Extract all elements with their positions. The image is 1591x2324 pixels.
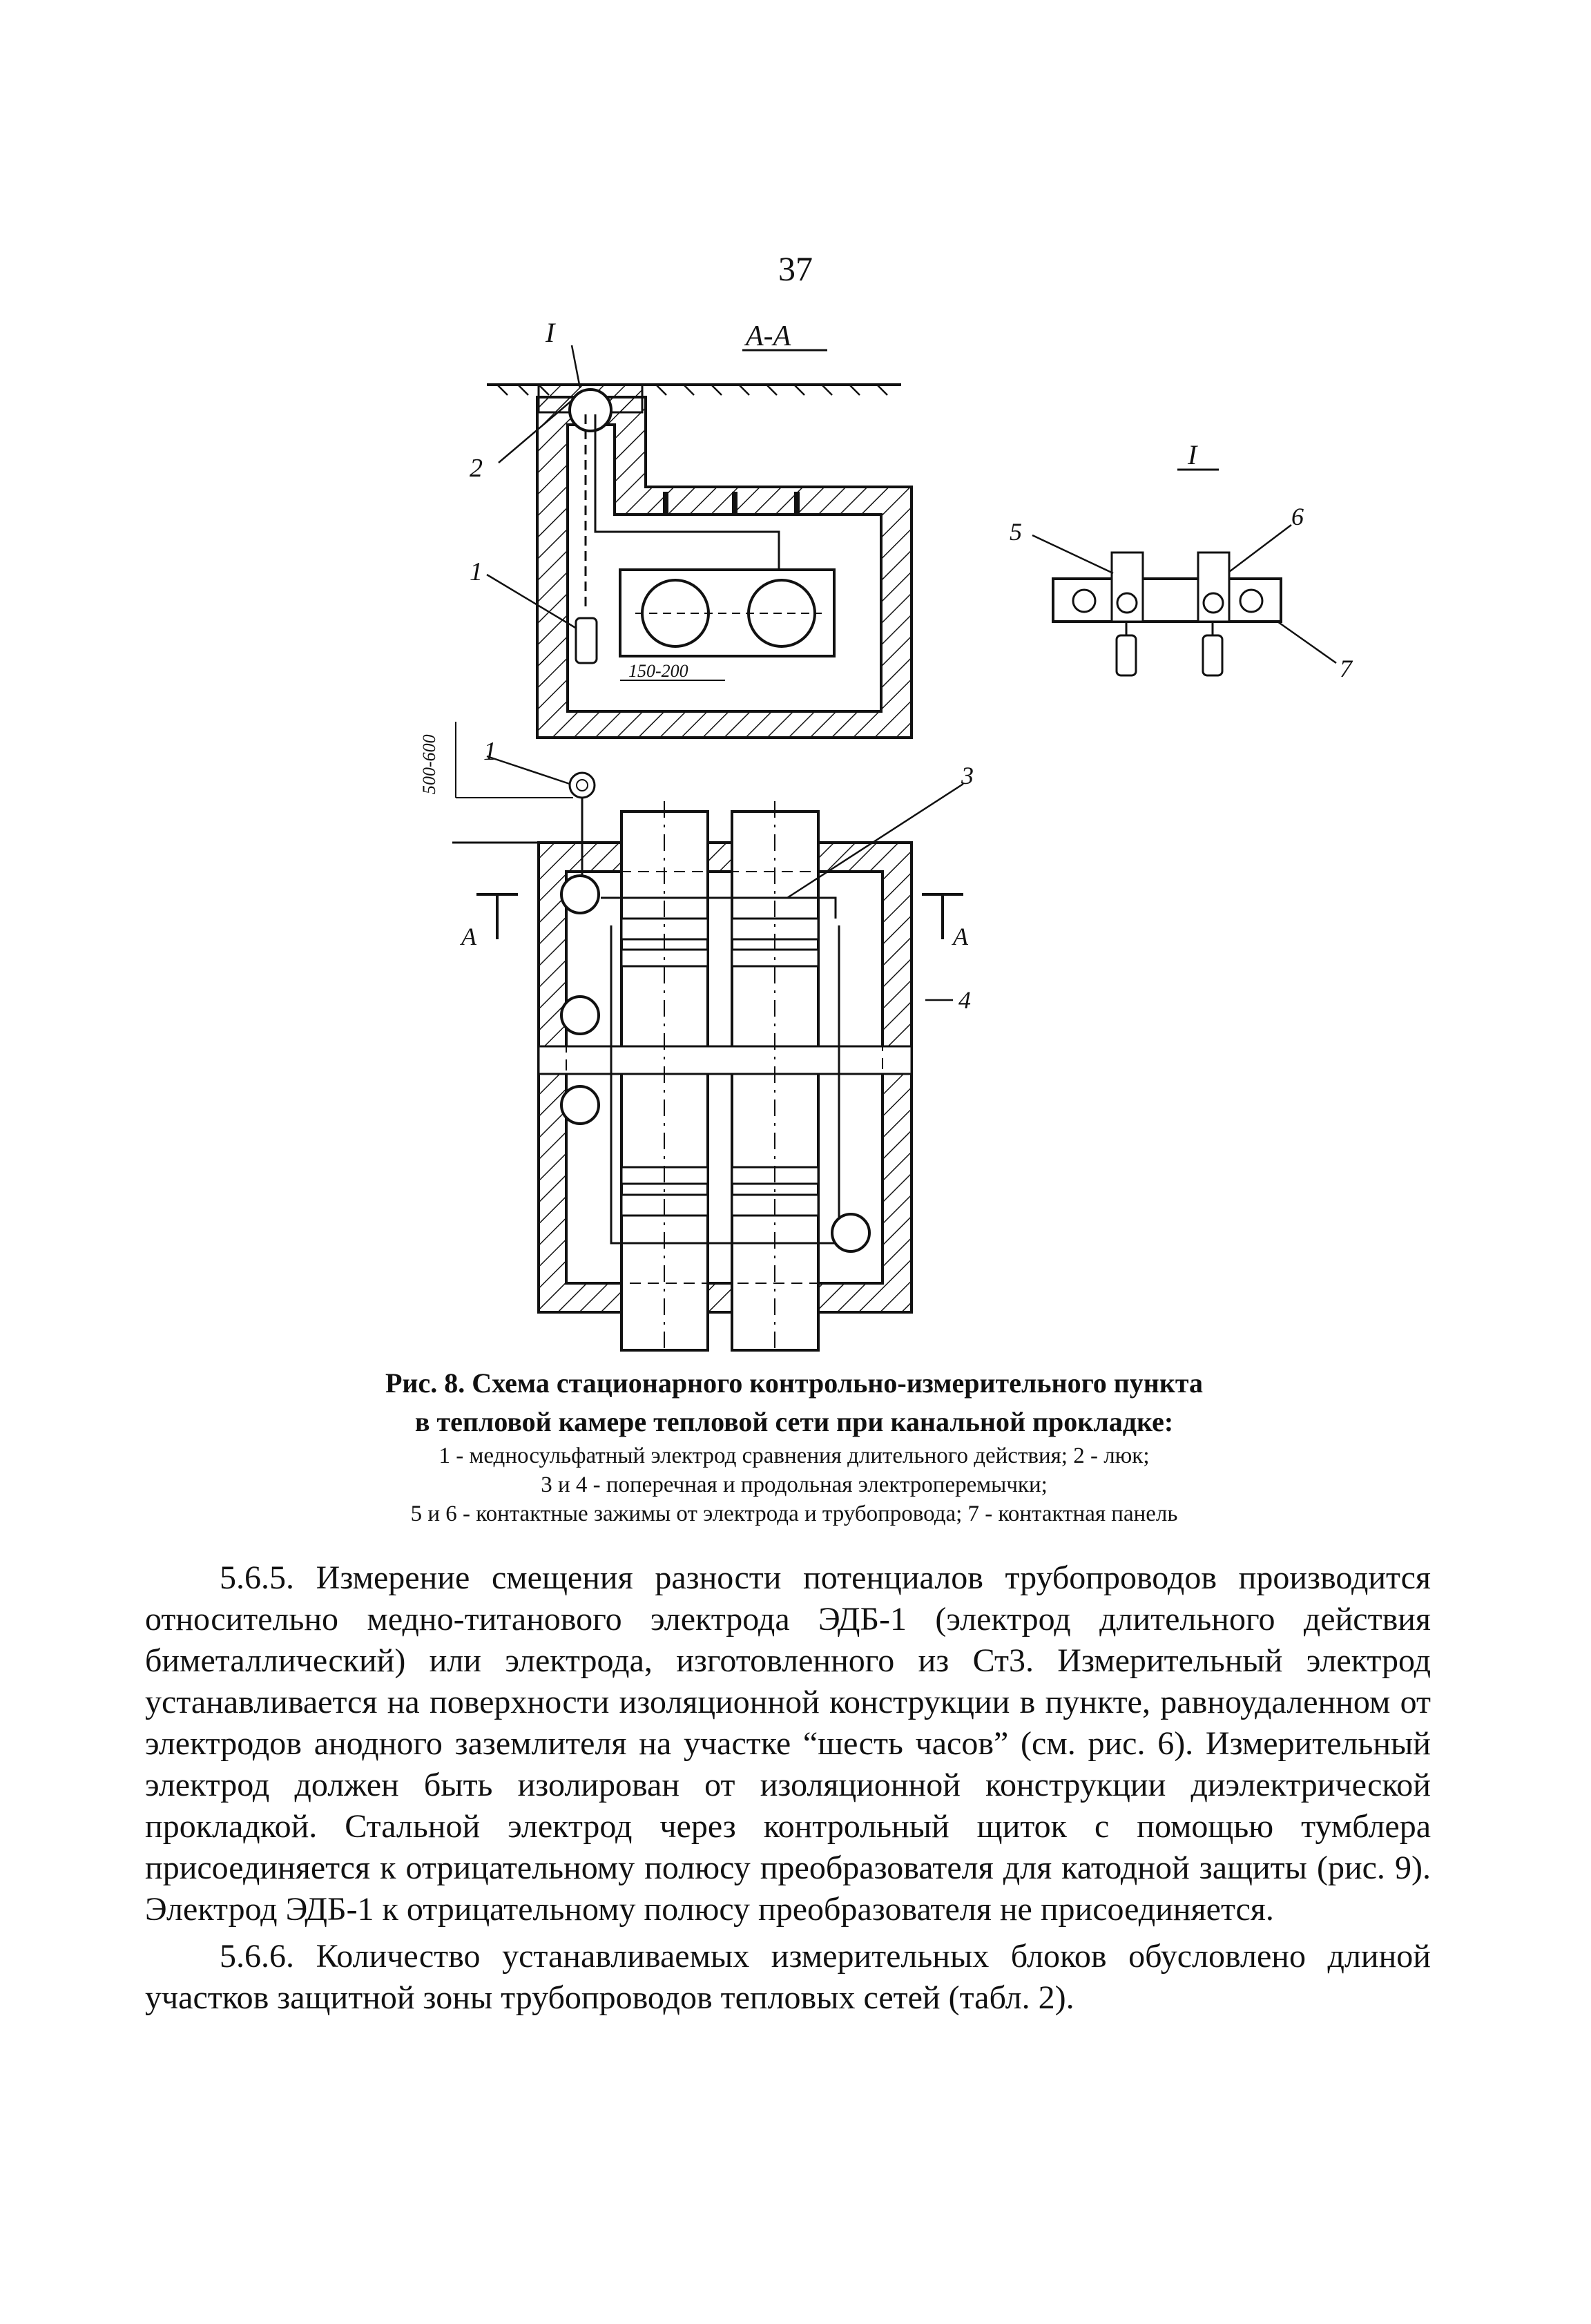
cut-label-right: А: [952, 923, 969, 950]
chamber-figure: 150-200 А-А I 2 1 I 5 6 7: [419, 317, 1353, 1354]
inset-contact-panel: I 5 6 7: [1010, 439, 1353, 682]
caption-legend-line1: 1 - медносульфатный электрод сравнения д…: [438, 1443, 1150, 1468]
node-label: I: [545, 317, 556, 348]
figure-caption: Рис. 8. Схема стационарного контрольно-и…: [173, 1364, 1416, 1528]
dim-150-200-label: 150-200: [628, 661, 688, 681]
caption-title-line1: Рис. 8. Схема стационарного контрольно-и…: [385, 1367, 1204, 1399]
label-2: 2: [470, 454, 483, 483]
body-text: 5.6.5. Измерение смещения разности потен…: [145, 1557, 1431, 2024]
label-5: 5: [1010, 518, 1022, 546]
paragraph-5-6-5: 5.6.5. Измерение смещения разности потен…: [145, 1559, 1431, 1928]
caption-legend-line2: 3 и 4 - поперечная и продольная электроп…: [541, 1472, 1048, 1497]
inset-title: I: [1187, 439, 1198, 470]
page-number: 37: [778, 249, 813, 288]
section-title: А-А: [744, 320, 791, 352]
label-4: 4: [958, 986, 971, 1014]
label-3: 3: [961, 762, 974, 789]
label-7: 7: [1340, 655, 1353, 682]
label-1-section: 1: [470, 557, 483, 586]
caption-legend-line3: 5 и 6 - контактные зажимы от электрода и…: [410, 1501, 1178, 1526]
dim-500-600-label: 500-600: [419, 734, 439, 794]
section-view: 150-200 А-А I 2 1: [470, 317, 913, 739]
label-1-plan: 1: [483, 737, 496, 766]
caption-title-line2: в тепловой камере тепловой сети при кана…: [414, 1406, 1174, 1437]
plan-view: 1 500-600 А А 3 4: [419, 722, 974, 1354]
cut-label-left: А: [460, 923, 477, 950]
paragraph-5-6-6: 5.6.6. Количество устанавливаемых измери…: [145, 1938, 1431, 2016]
label-6: 6: [1291, 503, 1304, 530]
